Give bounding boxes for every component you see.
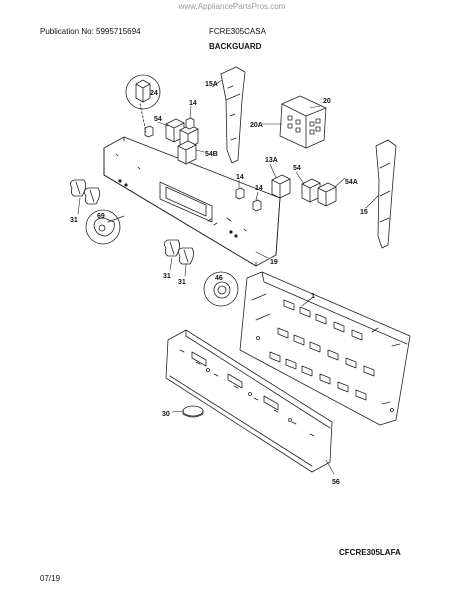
callout-20: 20 — [323, 98, 331, 105]
callout-13a: 13A — [265, 157, 278, 164]
detail-circle-clip — [203, 271, 239, 307]
callout-31-b: 31 — [163, 273, 171, 280]
callout-31-c: 31 — [178, 279, 186, 286]
detail-circle-knob — [85, 209, 125, 245]
callout-31-a: 31 — [70, 217, 78, 224]
diagram-code: CFCRE305LAFA — [339, 548, 401, 557]
side-trim-left — [220, 66, 246, 164]
indicator-lights — [144, 117, 262, 212]
revision-date: 07/19 — [40, 574, 61, 583]
callout-19: 19 — [270, 259, 278, 266]
callout-69: 69 — [97, 213, 105, 220]
callout-14: 14 — [189, 100, 197, 107]
knobs-right — [164, 239, 194, 265]
callout-54: 54 — [154, 116, 162, 123]
leader-lines — [77, 79, 379, 475]
callout-54a: 54A — [345, 179, 358, 186]
detail-circle-switch — [125, 74, 161, 133]
publication-number: Publication No: 5995715694 — [40, 27, 141, 36]
rear-panel-louvered — [239, 271, 411, 426]
plug-button — [182, 405, 204, 418]
support-bracket — [165, 329, 333, 473]
infinite-switches-left — [165, 118, 199, 165]
control-panel — [103, 136, 281, 267]
watermark: www.AppliancePartsPros.com — [178, 2, 286, 11]
callout-20a: 20A — [250, 122, 263, 129]
side-trim-right — [375, 139, 397, 249]
callout-54b: 54B — [205, 151, 218, 158]
callout-46: 46 — [215, 275, 223, 282]
callout-1: 1 — [311, 293, 315, 300]
knobs-left — [70, 179, 100, 205]
infinite-switches-right — [271, 174, 337, 207]
callout-15a: 15A — [205, 81, 218, 88]
callout-54-c: 54 — [293, 165, 301, 172]
callout-30: 30 — [162, 411, 170, 418]
callout-labels: 24 14 15A 20 20A 54 54B 13A 14 14 54 54A… — [70, 81, 368, 486]
callout-24: 24 — [150, 90, 158, 97]
control-board — [279, 95, 327, 149]
callout-14-c: 14 — [255, 185, 263, 192]
callout-14-b: 14 — [236, 174, 244, 181]
callout-15: 15 — [360, 209, 368, 216]
section-title: BACKGUARD — [209, 42, 262, 51]
model-number: FCRE305CASA — [209, 27, 266, 36]
callout-56: 56 — [332, 479, 340, 486]
